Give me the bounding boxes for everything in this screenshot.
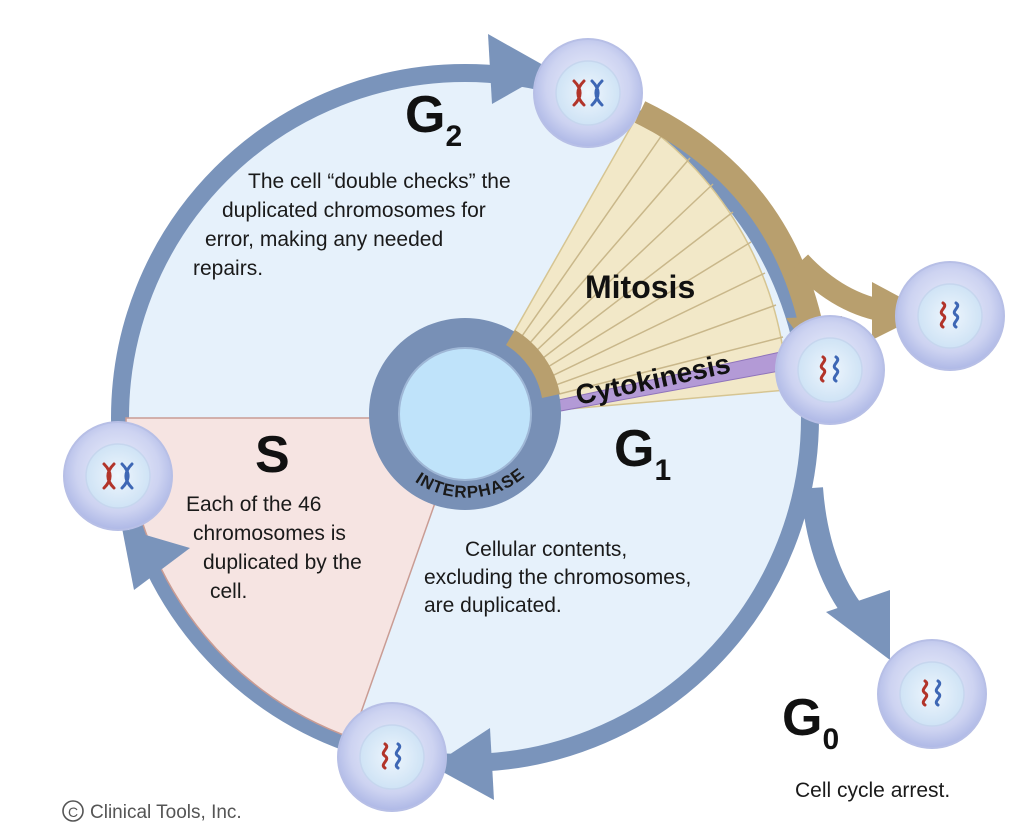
interphase-hub-inner [398,347,532,481]
hub-mitosis-wedge [506,330,560,398]
cell-daughter-2 [894,260,1006,372]
arrowhead-to-s-cell [122,528,190,590]
cell-g0 [876,638,988,750]
s-label: S [255,426,290,484]
cell-g2 [532,37,644,149]
cell-daughter-1 [774,314,886,426]
mitosis-label: Mitosis [585,269,695,305]
arrowhead-to-g0-cell [826,590,890,660]
copyright-text: Clinical Tools, Inc. [90,802,242,823]
g1-label: G1 [614,420,671,487]
arrowhead-to-g2-cell [488,34,552,104]
cell-s [62,420,174,532]
g0-description: Cell cycle arrest. [795,779,950,802]
s-description: Each of the 46 chromosomes is duplicated… [186,493,368,603]
g0-label: G0 [782,689,839,756]
arrowhead-to-bottom-cell [432,728,494,800]
g0-exit-arrow [801,487,869,628]
g2-label: G2 [405,86,462,153]
g2-description: The cell “double checks” the duplicated … [193,170,516,280]
copyright-mark: C Clinical Tools, Inc. [62,800,242,823]
cell-g1-start [336,701,448,813]
mitosis-arrow [634,101,824,333]
g1-description: Cellular contents, excluding the chromos… [424,538,697,617]
copyright-icon-letter: C [68,804,78,820]
copyright-icon [62,800,84,822]
